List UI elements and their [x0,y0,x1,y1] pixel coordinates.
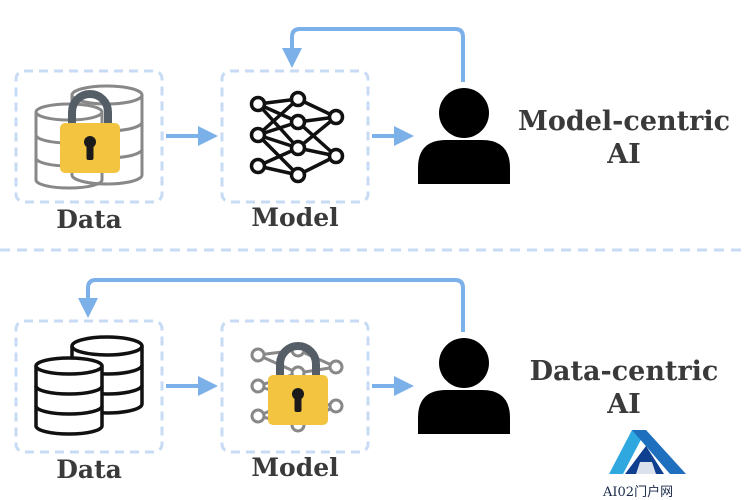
top-neural-net-icon [249,90,345,184]
bottom-model-label: Model [251,453,339,482]
watermark-logo-icon [609,430,686,474]
top-data-box [14,69,164,204]
bottom-data-label: Data [56,455,122,484]
bottom-data-box [14,319,164,454]
top-feedback-arrow [282,27,465,82]
top-paradigm-line1: Model-centric [517,106,731,137]
top-user-icon [418,88,510,184]
top-model-box [220,69,370,204]
watermark-text: AI02门户网 [603,485,674,500]
bottom-user-icon [418,338,510,434]
bottom-database-icon [34,335,144,436]
top-data-label: Data [56,205,122,234]
top-model-label: Model [251,203,339,232]
top-paradigm-title: Model-centric AI [516,105,732,171]
bottom-model-box [220,319,370,454]
top-paradigm-line2: AI [607,139,641,170]
top-data-lock-icon [60,90,120,173]
bottom-feedback-arrow [78,278,465,332]
bottom-model-lock-icon [268,342,328,425]
bottom-paradigm-line2: AI [607,389,641,420]
bottom-paradigm-line1: Data-centric [529,356,719,387]
bottom-paradigm-title: Data-centric AI [516,355,732,421]
